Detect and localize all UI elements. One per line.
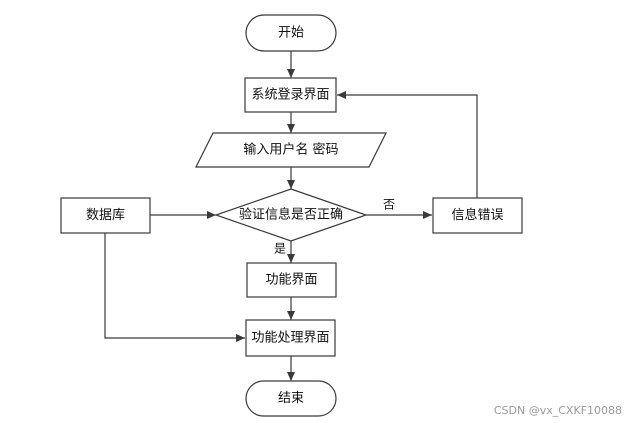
end-node (245, 380, 337, 417)
edge-database-to-processing (104, 233, 245, 342)
start-node (245, 14, 337, 52)
input-node (195, 132, 387, 168)
watermark: CSDN @vx_CXKF10088 (494, 404, 622, 417)
verify-node (214, 188, 368, 242)
login-label: 系统登录界面 (251, 88, 329, 103)
error-node (432, 197, 523, 234)
processing-node (245, 319, 336, 357)
error-label: 信息错误 (451, 207, 503, 223)
verify-label: 验证信息是否正确 (239, 207, 343, 223)
database-label: 数据库 (86, 207, 125, 223)
edge-error-to-login (337, 91, 478, 198)
start-label: 开始 (278, 26, 304, 41)
database-node (60, 197, 151, 234)
edge-label-no: 否 (383, 198, 395, 212)
end-label: 结束 (278, 391, 304, 406)
processing-label: 功能处理界面 (251, 331, 329, 346)
input-label: 输入用户名 密码 (243, 142, 338, 158)
function-label: 功能界面 (265, 273, 317, 288)
login-node (244, 77, 337, 113)
edge-label-yes: 是 (274, 242, 286, 256)
function-node (246, 262, 337, 298)
